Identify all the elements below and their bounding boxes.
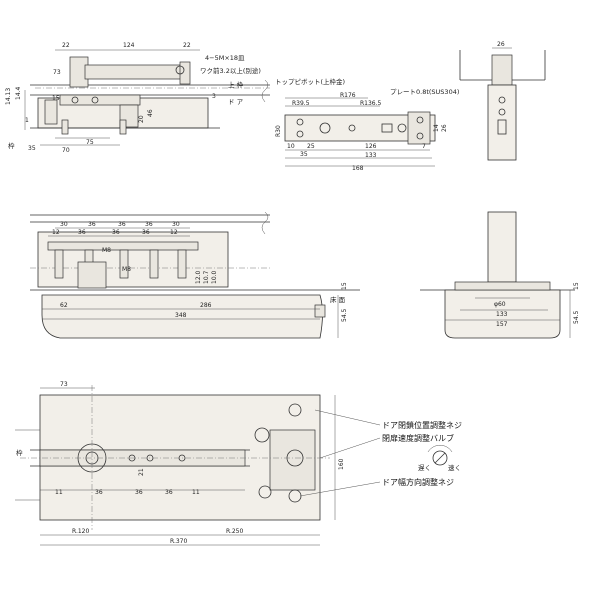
dim-3: 3 <box>212 93 216 100</box>
note-thread: ワク前3.2以上(別途) <box>200 66 261 75</box>
dim-26: 26 <box>441 124 448 132</box>
dim-348: 348 <box>175 312 187 319</box>
dim-22b: 22 <box>183 42 191 49</box>
note-door: ド ア <box>228 98 244 106</box>
speed-fast-label: 速く <box>448 464 461 472</box>
dim-10: 10 <box>287 143 295 150</box>
dim-286: 286 <box>200 302 212 309</box>
speed-slow-label: 遅く <box>418 464 431 472</box>
dim-1: 1 <box>25 117 29 124</box>
dim-36d: 36 <box>78 229 86 236</box>
dim-75: 75 <box>86 139 94 146</box>
dim-126: 126 <box>365 143 377 150</box>
note-floor: 床 面 <box>330 295 346 304</box>
dim-124: 124 <box>123 42 135 49</box>
dim-35b: 35 <box>300 151 308 158</box>
dim-36c: 36 <box>145 221 153 228</box>
dim-7: 7 <box>422 143 426 150</box>
dim-26-end: 26 <box>497 41 505 48</box>
right-middle-view: φ60 133 157 54.5 15 <box>420 211 580 339</box>
dim-r30: R30 <box>275 125 282 137</box>
dim-54-5: 54.5 <box>341 308 348 322</box>
top-pivot-title: トップピボット(上枠金) <box>275 77 345 86</box>
dim-r120: R.120 <box>72 528 89 535</box>
dim-r176: R176 <box>340 92 356 99</box>
dim-10-7: 10.7 <box>203 270 210 284</box>
dim-14-13: 14.13 <box>5 88 12 105</box>
dim-70: 70 <box>62 147 70 154</box>
dim-21: 21 <box>138 468 145 476</box>
dim-25: 25 <box>307 143 315 150</box>
dim-168: 168 <box>352 165 364 172</box>
dim-12: 12 <box>52 229 60 236</box>
dim-12-0: 12.0 <box>195 270 202 284</box>
dim-36b: 36 <box>118 221 126 228</box>
dim-r136: R136.5 <box>360 100 382 107</box>
dim-62: 62 <box>60 302 68 309</box>
dim-11b: 11 <box>192 489 200 496</box>
callout-door-close-position-screw: ドア閉鎖位置調整ネジ <box>382 420 462 430</box>
dim-73: 73 <box>53 69 61 76</box>
top-side-view: 22 124 22 73 14.13 14.4 1 35 20 70 75 46… <box>5 42 270 154</box>
dim-133-end: 133 <box>496 311 508 318</box>
dim-phi60: φ60 <box>494 301 506 308</box>
dim-11a: 11 <box>55 489 63 496</box>
dim-14-4: 14.4 <box>15 86 22 100</box>
dim-12b: 12 <box>170 229 178 236</box>
dim-r39: R39.5 <box>292 100 310 107</box>
dim-1-5: 15 <box>341 282 348 290</box>
dim-1-5-end: 15 <box>573 282 580 290</box>
dim-36a-plan: 36 <box>95 489 103 496</box>
dim-20: 20 <box>138 115 145 123</box>
callout-closing-speed-valve: 閉扉速度調整バルブ <box>382 433 454 443</box>
dim-157: 157 <box>496 321 508 328</box>
note-frame: 枠 <box>8 141 15 150</box>
dim-160: 160 <box>338 458 345 470</box>
dim-36f: 36 <box>142 229 150 236</box>
dim-46: 46 <box>147 109 154 117</box>
middle-side-view: 30 36 36 36 30 12 36 36 36 12 M8 M8 62 2… <box>30 211 360 339</box>
dim-30b: 30 <box>172 221 180 228</box>
dim-73-plan: 73 <box>60 381 68 388</box>
top-pivot-view: トップピボット(上枠金) プレート0.8t(SUS304) R176 R39.5… <box>275 77 459 172</box>
dim-22: 22 <box>62 42 70 49</box>
dim-r250: R.250 <box>226 528 243 535</box>
label-m8b: M8 <box>122 266 131 273</box>
dim-14: 14 <box>433 124 440 132</box>
dim-r370: R.370 <box>170 538 187 545</box>
plan-frame-label: 枠 <box>16 448 23 457</box>
dim-35: 35 <box>28 145 36 152</box>
plate-note: プレート0.8t(SUS304) <box>390 88 459 96</box>
dim-133: 133 <box>365 152 377 159</box>
speed-adjust-icon <box>427 444 453 466</box>
dim-10-0: 10.0 <box>211 270 218 284</box>
dim-54-5-end: 54.5 <box>573 310 580 324</box>
callout-width-adjust-screw: ドア幅方向調整ネジ <box>382 477 454 487</box>
dim-15: 15 <box>52 95 60 102</box>
dim-36a: 36 <box>88 221 96 228</box>
right-top-view: 26 <box>459 41 546 161</box>
dim-36c-plan: 36 <box>165 489 173 496</box>
dim-36e: 36 <box>112 229 120 236</box>
dim-30a: 30 <box>60 221 68 228</box>
dim-36b-plan: 36 <box>135 489 143 496</box>
note-screw: 4−5M×18皿 <box>205 54 245 62</box>
label-m8: M8 <box>102 247 111 254</box>
note-upper-frame: 上 枠 <box>228 80 244 89</box>
plan-view: 73 11 36 36 36 11 21 R.120 R.250 R.370 1… <box>15 381 462 546</box>
